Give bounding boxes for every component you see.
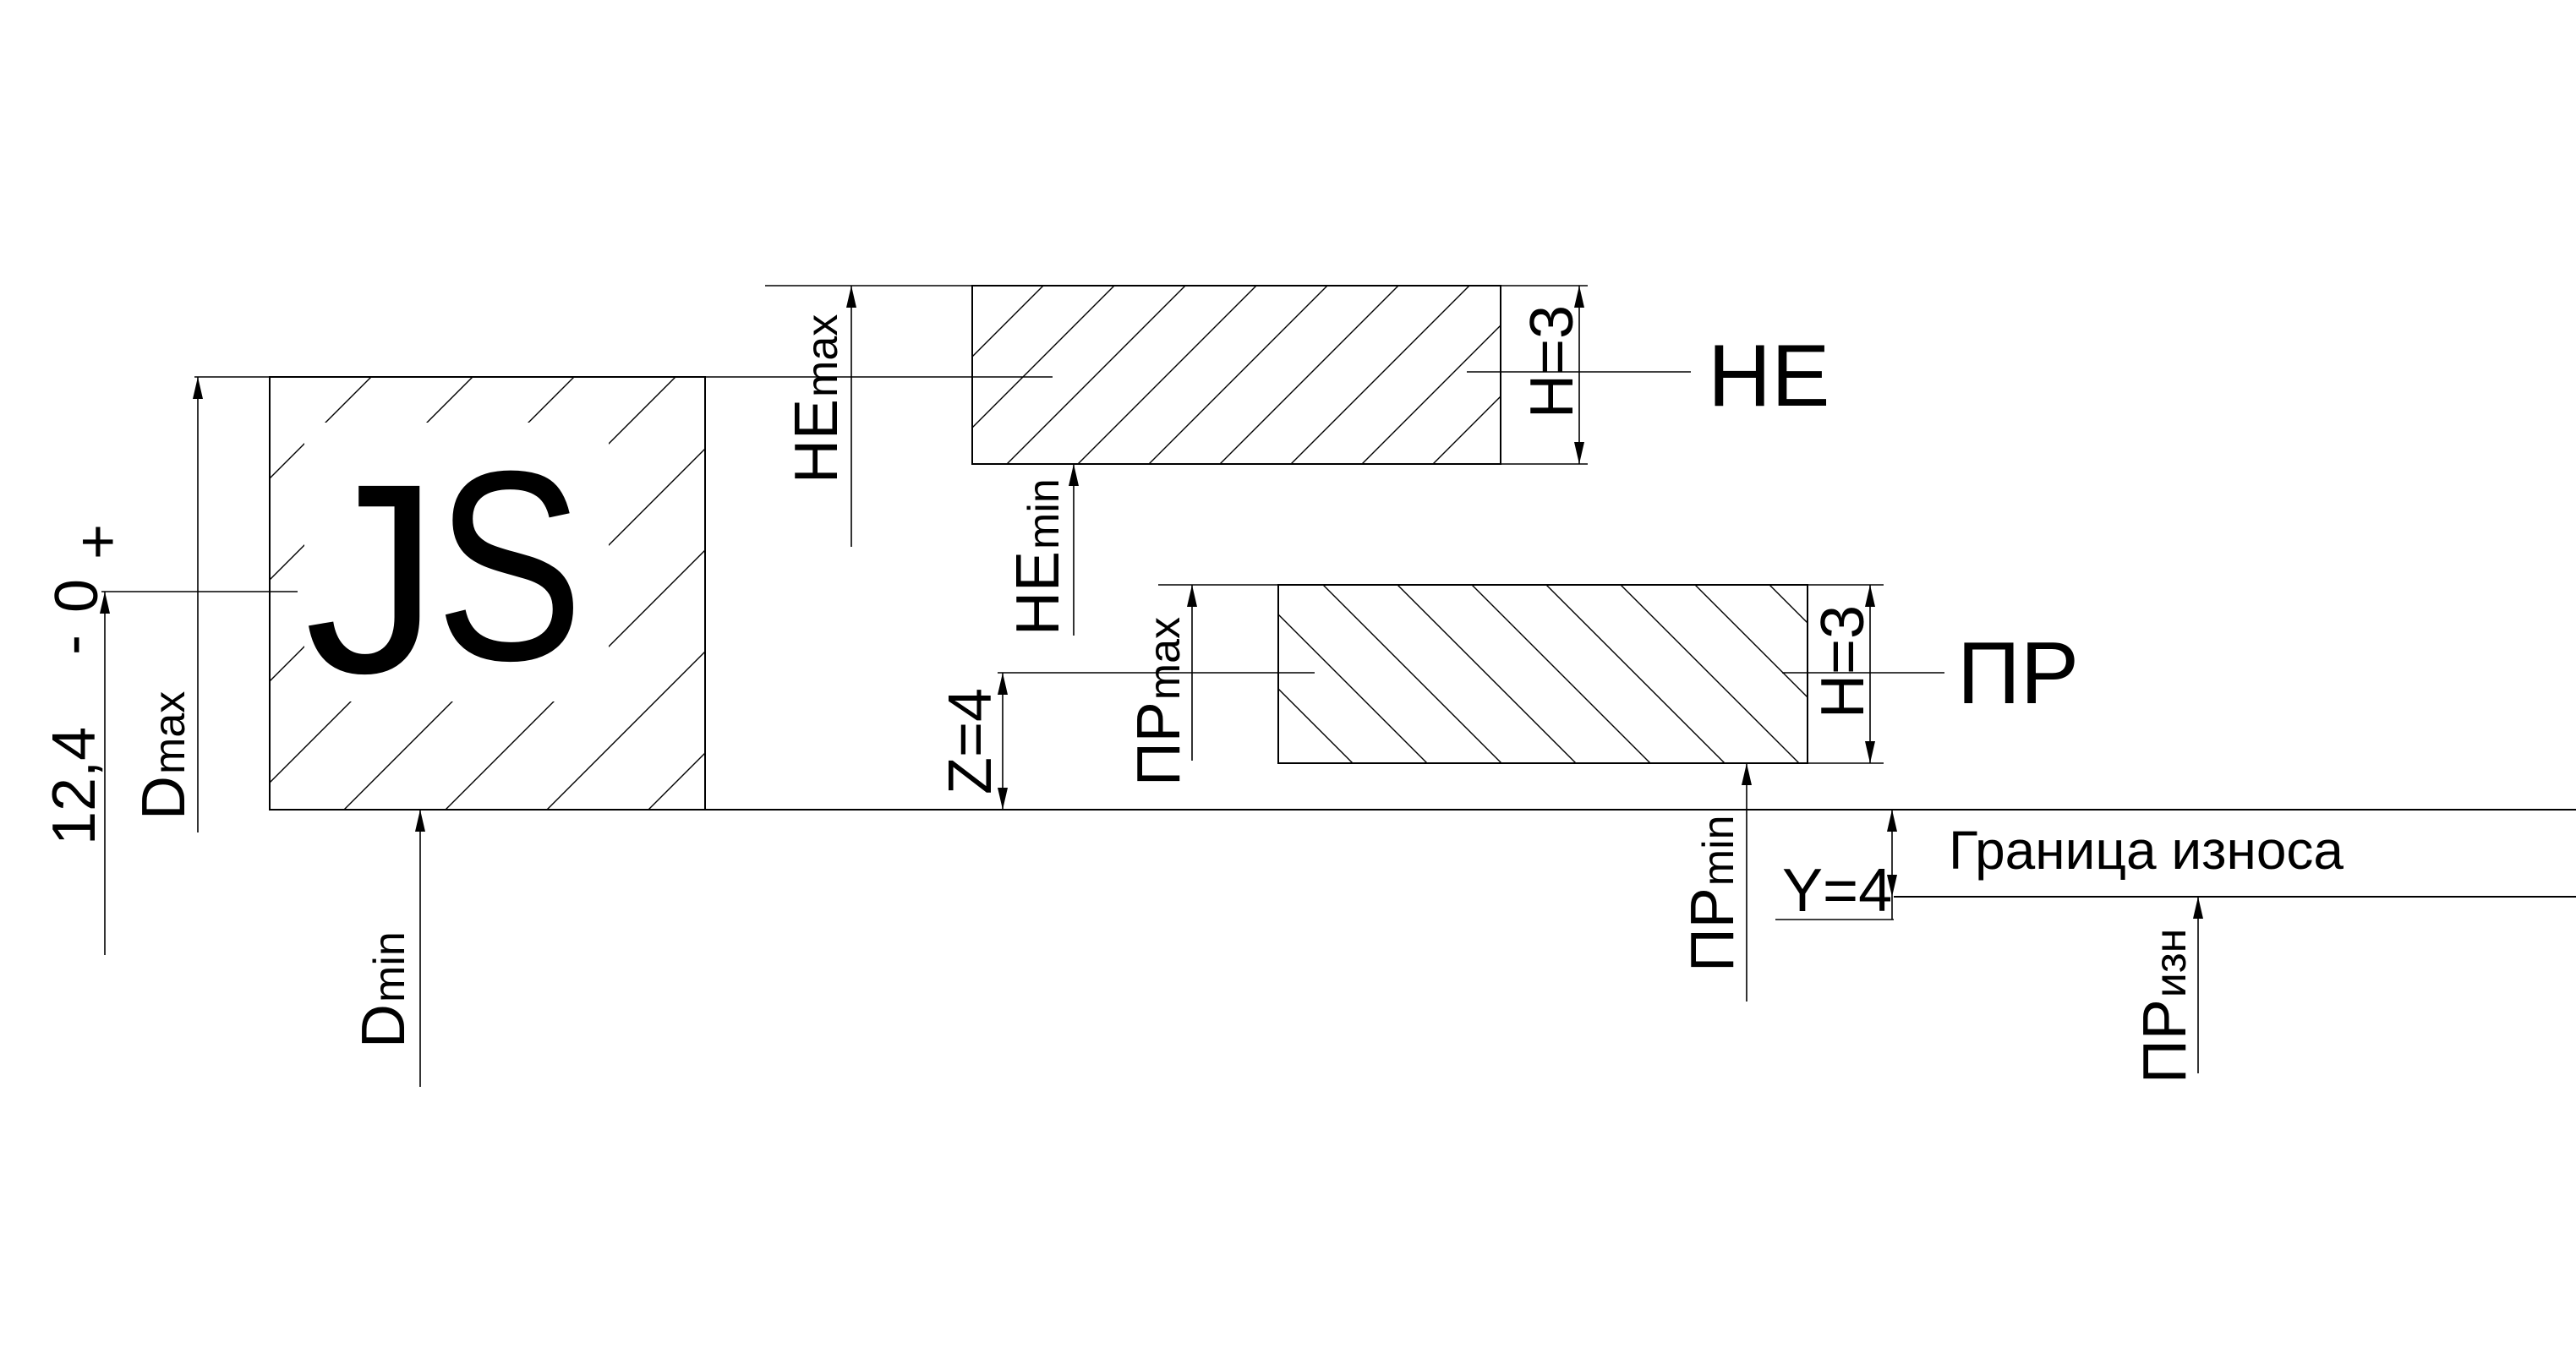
hatch-line: [1077, 286, 1257, 464]
ne-gauge-hatching: [972, 286, 1501, 464]
d-min-arrow: [415, 810, 425, 832]
ne-max-arrow: [846, 286, 856, 308]
hatch-line: [1219, 286, 1399, 464]
wear-limit-label: Граница износа: [1949, 820, 2344, 881]
hatch-line: [1620, 585, 1800, 763]
ne-min-arrow: [1069, 464, 1079, 486]
pr-min-arrow: [1742, 763, 1752, 785]
hatch-line: [972, 286, 1044, 358]
tolerance-value: 12,4: [41, 727, 108, 845]
zero-label: 0: [43, 579, 111, 613]
d-max-label: Dmax: [130, 691, 198, 820]
ne-gauge-field: [971, 285, 1501, 465]
pr-wear-label: ПРизн: [2131, 929, 2199, 1083]
js-suffix: S: [435, 414, 583, 717]
d-max-arrow: [193, 377, 203, 399]
pr-gauge-field: [1277, 584, 1808, 764]
hatch-line: [1361, 325, 1501, 464]
hatch-line: [1545, 585, 1726, 763]
z-arrow-bottom: [998, 788, 1008, 810]
pr-max-arrow: [1187, 585, 1197, 607]
pr-gauge-hatching: [1278, 585, 1808, 763]
hatch-line: [1694, 585, 1808, 698]
hatch-line: [546, 651, 705, 810]
pr-wear-arrow: [2193, 897, 2203, 919]
ne-h-arrow-bottom: [1574, 442, 1584, 464]
hatch-line: [1006, 286, 1186, 464]
hatch-line: [1054, 377, 1487, 810]
ne-h-arrow-top: [1574, 286, 1584, 308]
y-label: Y=4: [1782, 857, 1892, 925]
y-arrow-top: [1887, 810, 1897, 832]
js-field-hatching: [270, 377, 1487, 810]
ne-gauge-label: НЕ: [1708, 327, 1829, 425]
pr-max-label: ПРmax: [1125, 617, 1193, 786]
pr-min-label: ПРmin: [1679, 815, 1747, 972]
ne-h-label: H=3: [1518, 305, 1586, 418]
hatch-line: [1290, 286, 1470, 464]
d-min-label: Dmin: [350, 931, 418, 1048]
hatch-line: [1471, 585, 1651, 763]
ne-min-label: НЕmin: [1004, 478, 1072, 636]
hatch-line: [270, 377, 372, 479]
z-label: Z=4: [937, 688, 1004, 794]
js-letter: J: [304, 427, 440, 729]
hatch-line: [1148, 286, 1328, 464]
pr-h-arrow-bottom: [1865, 741, 1875, 763]
z-arrow-top: [998, 673, 1008, 695]
hatch-line: [1278, 614, 1428, 763]
hatch-line: [972, 286, 1115, 428]
pr-h-arrow-top: [1865, 585, 1875, 607]
hatch-line: [1322, 585, 1502, 763]
ne-max-label: НЕmax: [783, 314, 850, 483]
hatch-line: [1769, 585, 1808, 624]
hatch-line: [1397, 585, 1577, 763]
minus-sign: -: [39, 635, 107, 655]
js-letter-backdrop: [304, 423, 609, 701]
hatch-line: [445, 549, 705, 810]
hatch-line: [1432, 396, 1501, 464]
plus-sign: +: [64, 524, 132, 559]
y-arrow-bottom: [1887, 875, 1897, 897]
hatch-line: [1278, 688, 1354, 763]
zero-axis-arrow: [100, 592, 110, 614]
pr-h-label: H=3: [1809, 605, 1877, 718]
pr-gauge-label: ПР: [1957, 625, 2079, 723]
